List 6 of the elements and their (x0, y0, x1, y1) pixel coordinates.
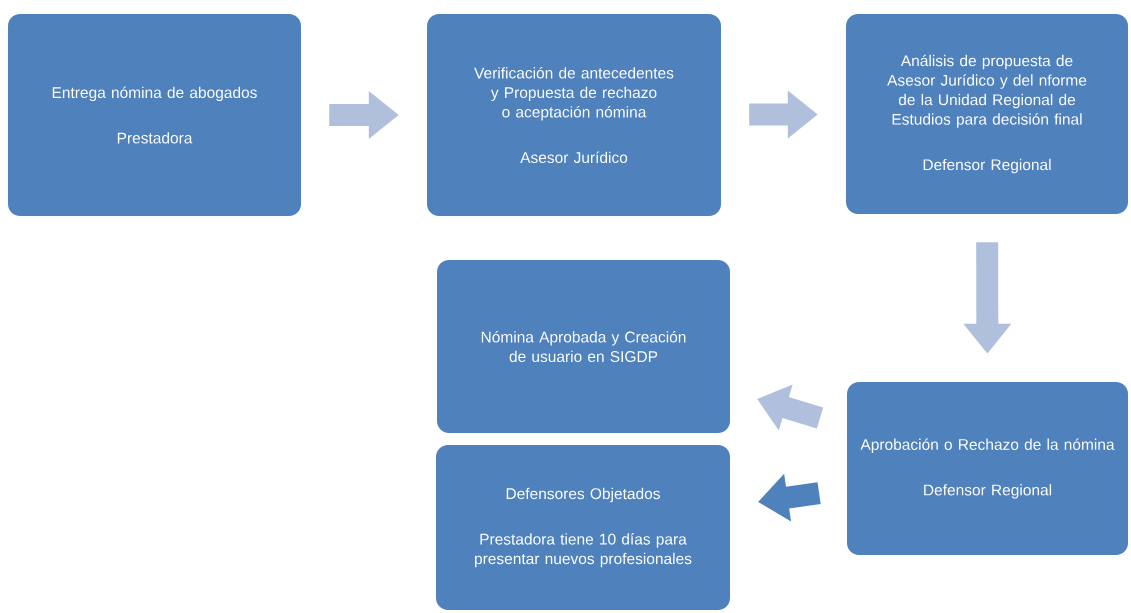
process-box: Verificación de antecedentes y Propuesta de rechazo o aceptación nómina Asesor Jurídico (427, 14, 721, 216)
process-box: Defensores Objetados Prestadora tiene 10 días para presentar nuevos profesionales (436, 445, 730, 610)
process-box: Análisis de propuesta de Asesor Jurídico y del nforme de la Unidad Regional de Estudios para decisión final Defensor Regional (846, 14, 1128, 214)
process-box: Entrega nómina de abogados Prestadora (8, 14, 301, 216)
process-box: Nómina Aprobada y Creación de usuario en SIGDP (437, 260, 730, 433)
process-box: Aprobación o Rechazo de la nómina Defensor Regional (847, 382, 1128, 555)
